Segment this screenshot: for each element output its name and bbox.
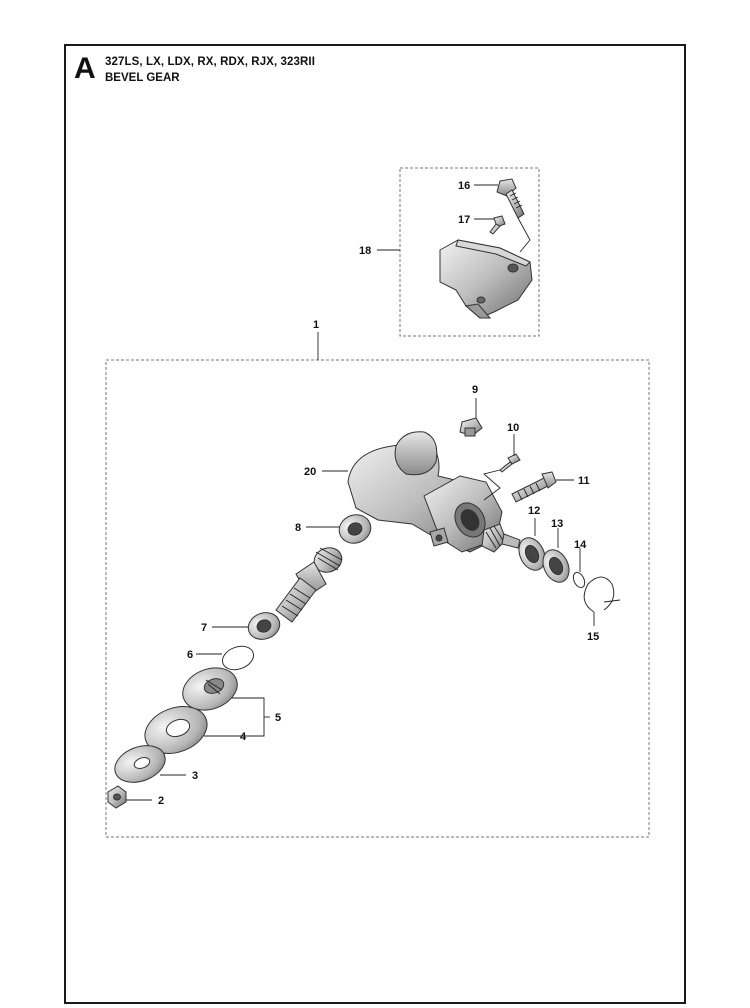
callout-20: 20 [304, 466, 316, 478]
page-frame [64, 44, 686, 1004]
part-6-ring [222, 645, 254, 671]
part-12-bearing [518, 537, 546, 571]
pinion-gear [481, 523, 521, 553]
bevel-gear-assembly-box [105, 359, 650, 838]
part-9-plug [459, 417, 483, 437]
callout-17: 17 [458, 214, 470, 226]
callout-1: 1 [313, 319, 319, 331]
guard-kit-box [399, 167, 540, 337]
callout-18: 18 [359, 245, 371, 257]
callout-7: 7 [201, 622, 207, 634]
callout-4: 4 [240, 731, 247, 743]
callout-14: 14 [574, 539, 587, 551]
assembly-title: BEVEL GEAR [105, 72, 180, 84]
section-letter: A [74, 52, 96, 85]
part-7-bearing [247, 612, 281, 640]
part-16-bolt [496, 178, 525, 219]
callout-3: 3 [192, 770, 198, 782]
callout-8: 8 [295, 522, 301, 534]
part-5-flange [182, 667, 238, 711]
callout-11: 11 [578, 475, 590, 487]
part-2-nut [107, 785, 127, 809]
part-20-gear-housing [347, 431, 503, 553]
part-18-guard-bracket [439, 217, 533, 319]
callout-15: 15 [587, 631, 599, 643]
part-8-bearing [338, 514, 372, 544]
callout-12: 12 [528, 505, 540, 517]
callout-16: 16 [458, 180, 470, 192]
callout-6: 6 [187, 649, 193, 661]
callout-10: 10 [507, 422, 519, 434]
callout-5: 5 [275, 712, 281, 724]
part-3-support-cup [114, 745, 166, 783]
part-4-disc [144, 706, 208, 754]
output-gear-shaft [275, 547, 343, 623]
part-14-washer [572, 571, 586, 589]
callout-2: 2 [158, 795, 164, 807]
part-17-screw [489, 215, 506, 235]
callout-9: 9 [472, 384, 478, 396]
part-15-circlip [583, 576, 621, 613]
part-13-bearing [542, 549, 570, 583]
model-list: 327LS, LX, LDX, RX, RDX, RJX, 323RII [105, 56, 316, 68]
part-10-screw [483, 453, 521, 501]
part-11-bolt [511, 471, 557, 503]
callout-13: 13 [551, 518, 563, 530]
